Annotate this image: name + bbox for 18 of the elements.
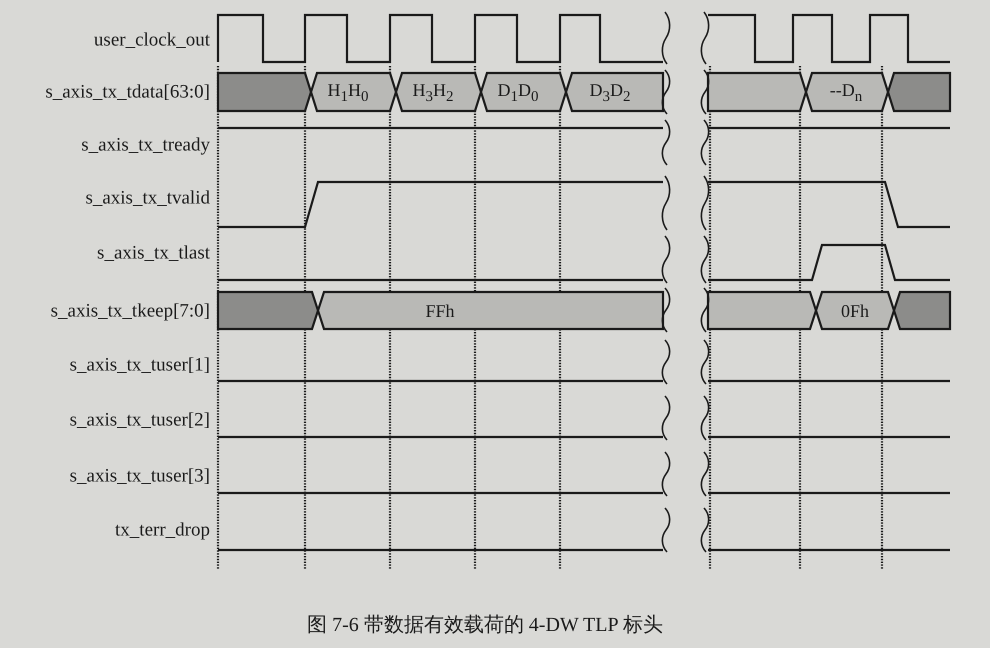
bus-value: H$_{1}$H$_{0}$ bbox=[328, 81, 368, 105]
caption: 图 7-6 带数据有效载荷的 4-DW TLP 标头 bbox=[307, 615, 663, 635]
bus-value: D$_{3}$D$_{2}$ bbox=[590, 81, 630, 105]
bus-value: D$_{1}$D$_{0}$ bbox=[498, 81, 538, 105]
bus-value: FFh bbox=[425, 302, 455, 320]
signal-name: s_axis_tx_tuser[2] bbox=[70, 410, 210, 430]
signal-name: s_axis_tx_tuser[3] bbox=[70, 466, 210, 486]
bus-value: H$_{3}$H$_{2}$ bbox=[412, 81, 454, 105]
bus-value: --D$_{n}$ bbox=[830, 81, 862, 105]
signal-name: s_axis_tx_tuser[1] bbox=[70, 356, 210, 374]
signal-name: s_axis_tx_tlast bbox=[97, 244, 210, 262]
signal-name: user_clock_out bbox=[94, 30, 210, 50]
signal-name: tx_terr_drop bbox=[115, 520, 210, 540]
bus-value: 0Fh bbox=[841, 302, 869, 320]
signal-name: s_axis_tx_tdata[63:0] bbox=[45, 82, 210, 102]
signal-name: s_axis_tx_tready bbox=[81, 136, 210, 154]
signal-name: s_axis_tx_tkeep[7:0] bbox=[50, 302, 210, 320]
signal-name: s_axis_tx_tvalid bbox=[85, 188, 210, 208]
